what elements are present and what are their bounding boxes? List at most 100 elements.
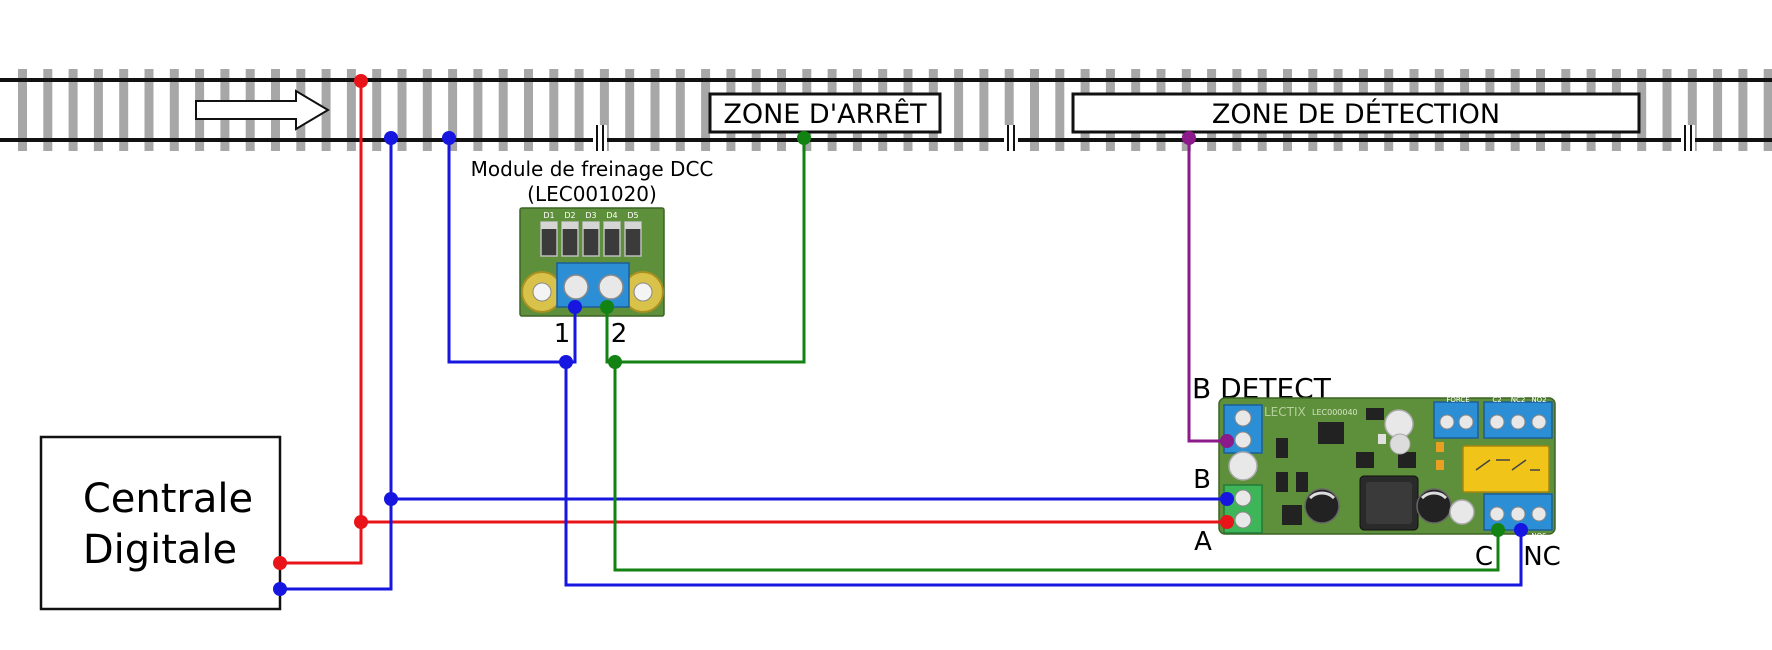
junction-dot — [384, 492, 398, 506]
detection-zone-label: ZONE DE DÉTECTION — [1212, 98, 1500, 130]
chip-icon — [1318, 422, 1344, 444]
junction-dot — [568, 300, 582, 314]
wire-blue-section — [447, 138, 566, 364]
direction-arrow-icon — [195, 89, 330, 131]
diode-label: D4 — [606, 211, 617, 220]
screw-icon — [1489, 414, 1505, 430]
sleeper — [346, 69, 356, 151]
sleeper — [574, 69, 584, 151]
sleeper — [169, 69, 179, 151]
command-station: Centrale Digitale — [39, 435, 282, 611]
component-icon — [1436, 442, 1444, 452]
insulating-joint — [1004, 125, 1018, 151]
junction-dot — [442, 131, 456, 145]
sleeper — [599, 69, 609, 151]
braking-module-part-number: (LEC001020) — [527, 182, 657, 206]
mounting-hole-icon — [1389, 433, 1411, 455]
junction-dot — [273, 556, 287, 570]
sleeper — [93, 69, 103, 151]
sleeper — [1030, 69, 1039, 151]
sleeper — [18, 69, 27, 151]
braking-module-title: Module de freinage DCC — [471, 157, 714, 181]
junction-dot — [600, 300, 614, 314]
junction-dot — [354, 74, 368, 88]
sleeper — [397, 69, 407, 151]
insulating-joint — [593, 125, 607, 151]
wire-blue-nc — [564, 307, 1523, 587]
sleeper — [701, 69, 711, 151]
chip-icon — [1282, 505, 1302, 525]
junction-dot — [273, 582, 287, 596]
input-a-label: A — [1194, 527, 1212, 557]
sleeper — [1687, 69, 1697, 151]
diode-label: D3 — [585, 211, 596, 220]
screw-icon — [598, 274, 624, 300]
screw-icon — [1458, 414, 1474, 430]
relay-nc-label: NC — [1523, 542, 1561, 572]
command-station-line2: Digitale — [83, 527, 237, 573]
chip-icon — [1276, 438, 1288, 458]
brand-label: LECTIX — [1264, 405, 1306, 419]
chip-icon — [1296, 472, 1308, 492]
sleeper — [422, 69, 432, 151]
junction-dot — [1491, 523, 1505, 537]
command-station-line1: Centrale — [83, 476, 253, 522]
sleeper — [1763, 69, 1772, 151]
sleeper — [372, 69, 382, 151]
screw-icon — [1510, 414, 1526, 430]
sleeper — [954, 69, 964, 151]
chip-icon — [1276, 472, 1288, 492]
braking-terminal-2-label: 2 — [611, 319, 628, 349]
sleeper — [650, 69, 660, 151]
mounting-hole-icon — [1228, 451, 1258, 481]
sleeper — [675, 69, 685, 151]
railway-track: ZONE D'ARRÊT ZONE DE DÉTECTION — [0, 69, 1772, 151]
sleeper — [1662, 69, 1672, 151]
junction-dot — [559, 355, 573, 369]
sleeper — [144, 69, 154, 151]
sleeper — [448, 69, 458, 151]
junction-dot — [384, 131, 398, 145]
junction-dot — [1220, 434, 1234, 448]
sleeper — [498, 69, 508, 151]
detection-zone-box — [1071, 92, 1641, 134]
mounting-hole-icon — [1449, 499, 1475, 525]
screw-icon — [1234, 409, 1252, 427]
part-number-label: LEC000040 — [1312, 408, 1358, 417]
sleeper — [549, 69, 559, 151]
diode-label: D5 — [627, 211, 638, 220]
junction-dot — [608, 355, 622, 369]
sleeper — [1004, 69, 1014, 151]
sleeper — [625, 69, 635, 151]
screw-icon — [1439, 414, 1455, 430]
sleeper — [1738, 69, 1748, 151]
force-header-label: FORCE — [1446, 396, 1469, 404]
input-b-label: B — [1193, 465, 1211, 495]
wire-blue-track — [280, 138, 393, 591]
led-icon — [1378, 434, 1386, 444]
chip-icon — [1366, 408, 1384, 420]
braking-terminal-1-label: 1 — [554, 319, 571, 349]
insulating-joint — [1681, 125, 1695, 151]
nos-header-label: NOS — [1531, 532, 1547, 540]
no2-header-label: NO2 — [1531, 396, 1546, 404]
stop-zone-box — [708, 92, 942, 134]
sleeper — [473, 69, 483, 151]
junction-dot — [354, 515, 368, 529]
chip-icon — [1398, 452, 1416, 468]
junction-dot — [797, 131, 811, 145]
command-station-box — [39, 435, 282, 611]
screw-icon — [1510, 506, 1526, 522]
screw-icon — [1531, 506, 1547, 522]
sleeper — [43, 69, 53, 151]
junction-dot — [1514, 523, 1528, 537]
junction-dot — [1182, 131, 1196, 145]
diode-label: D1 — [543, 211, 554, 220]
wire-purple-detect — [1187, 138, 1227, 443]
screw-icon — [1234, 511, 1252, 529]
wire-green-c — [605, 307, 1500, 572]
relay-icon — [1462, 445, 1550, 493]
wire-green-stop-zone — [615, 138, 806, 364]
